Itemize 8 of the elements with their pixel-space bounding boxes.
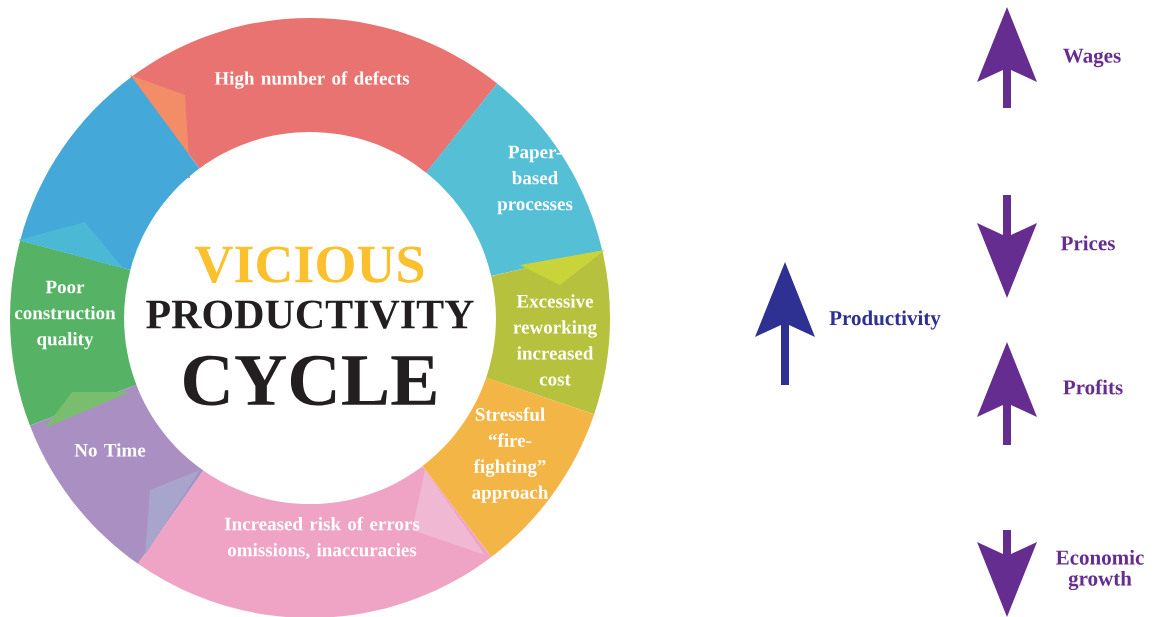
trend-label: Profits (1063, 379, 1123, 395)
trend-label: Economic growth (1056, 549, 1144, 591)
ring-segment: Paper-based processes (426, 83, 603, 277)
trend-label: Wages (1063, 48, 1121, 68)
trend-label: Productivity (829, 310, 941, 330)
trend-label: Prices (1060, 235, 1115, 251)
ring-segment: Poor construction quality (10, 240, 137, 428)
ring-segment: High number of defects (130, 18, 498, 178)
